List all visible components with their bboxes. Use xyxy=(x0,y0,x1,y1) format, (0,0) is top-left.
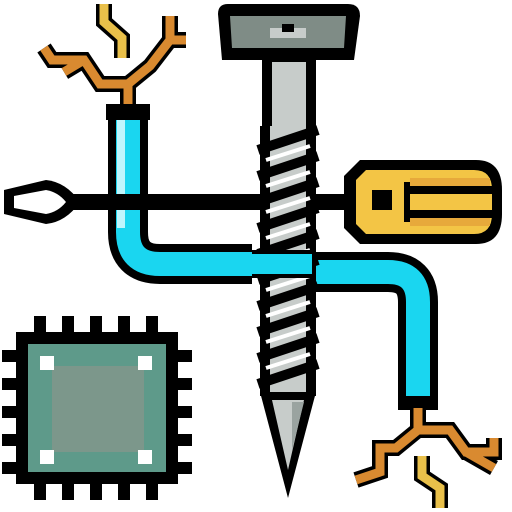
pipe-segment-right xyxy=(310,252,438,400)
screwdriver-icon xyxy=(4,160,502,244)
microchip-icon xyxy=(2,316,192,500)
chip-pads xyxy=(40,356,152,464)
top-wires-icon xyxy=(37,4,186,104)
pipe-icon xyxy=(106,104,438,410)
bottom-wires-icon xyxy=(353,408,502,508)
chip-core xyxy=(52,366,144,452)
pipe-segment-left xyxy=(108,108,252,284)
screw-icon xyxy=(218,4,360,498)
